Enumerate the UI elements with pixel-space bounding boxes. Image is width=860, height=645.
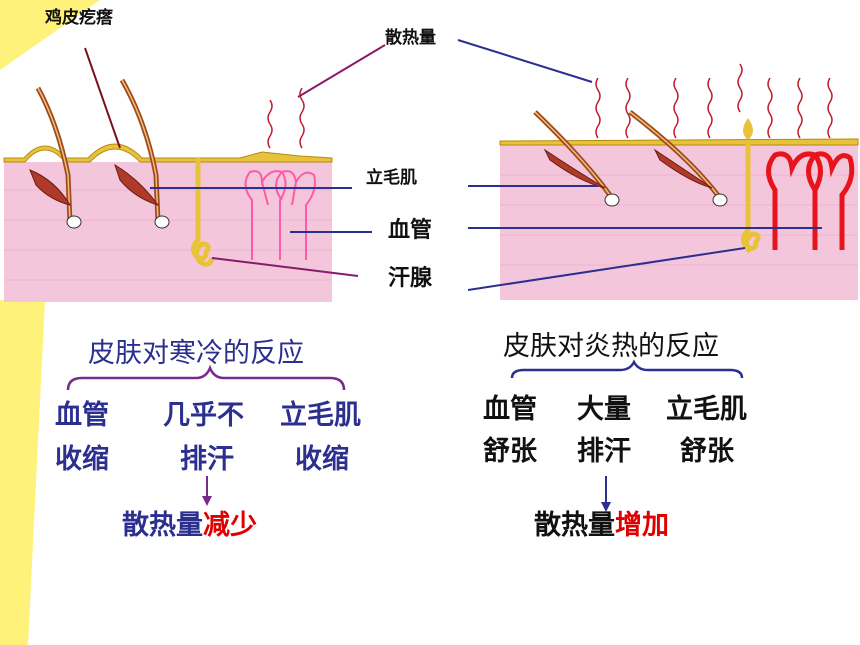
gland-pointer-left xyxy=(211,257,359,277)
hot-heat-waves xyxy=(595,63,833,139)
heat-pointer-left xyxy=(297,44,386,98)
cold-arrector-muscle-1 xyxy=(29,169,72,206)
cold-result-change: 减少 xyxy=(203,510,257,541)
hot-vessel-1: 血管 xyxy=(483,394,537,425)
cold-vessel-2: 收缩 xyxy=(55,444,109,475)
hot-muscle-1: 立毛肌 xyxy=(666,394,747,425)
hot-title: 皮肤对炎热的反应 xyxy=(503,331,719,362)
cold-brace xyxy=(66,364,346,391)
hot-result-prefix: 散热量 xyxy=(534,510,615,541)
hot-arrector-muscle-2 xyxy=(653,148,713,189)
label-blood-vessel: 血管 xyxy=(388,218,433,243)
label-heat-dissipation: 散热量 xyxy=(385,28,436,48)
label-sweat-gland: 汗腺 xyxy=(388,266,433,291)
label-arrector-muscle: 立毛肌 xyxy=(366,168,417,188)
hot-sweat-droplet xyxy=(743,118,753,140)
cold-sweat-gland xyxy=(190,158,215,267)
cold-vessel-1: 血管 xyxy=(55,400,109,431)
cold-sweat-2: 排汗 xyxy=(180,444,234,475)
cold-heat-wave-2 xyxy=(299,87,305,149)
hot-result: 散热量增加 xyxy=(534,512,669,539)
hot-sweat-gland xyxy=(740,140,761,254)
goosebump-pointer xyxy=(84,47,121,149)
gland-pointer-right xyxy=(467,247,746,291)
hot-brace xyxy=(510,359,744,379)
decor-yellow-left xyxy=(0,300,45,645)
hot-blood-vessel xyxy=(766,151,855,250)
label-goosebumps: 鸡皮疙瘩 xyxy=(45,8,113,28)
cold-result: 散热量减少 xyxy=(122,512,257,539)
hot-epidermis xyxy=(499,138,859,146)
cold-title: 皮肤对寒冷的反应 xyxy=(88,338,304,369)
decor-yellow-top xyxy=(0,0,100,70)
cold-skin-panel xyxy=(3,78,333,302)
cold-muscle-2: 收缩 xyxy=(295,444,349,475)
hot-sweat-1: 大量 xyxy=(577,394,631,425)
cold-arrector-muscle-2 xyxy=(114,163,160,206)
hot-vessel-2: 舒张 xyxy=(483,436,537,467)
cold-sweat-1: 几乎不 xyxy=(163,400,244,431)
cold-heat-wave-1 xyxy=(267,99,273,149)
cold-epidermis xyxy=(3,143,333,163)
cold-blood-vessel xyxy=(244,170,316,260)
heat-pointer-right xyxy=(457,39,593,83)
hot-sweat-2: 排汗 xyxy=(577,436,631,467)
cold-muscle-1: 立毛肌 xyxy=(280,400,361,431)
hot-arrector-muscle-1 xyxy=(543,148,606,189)
cold-result-prefix: 散热量 xyxy=(122,510,203,541)
hot-skin-panel xyxy=(499,63,859,300)
hot-result-change: 增加 xyxy=(615,510,669,541)
hot-muscle-2: 舒张 xyxy=(680,436,734,467)
